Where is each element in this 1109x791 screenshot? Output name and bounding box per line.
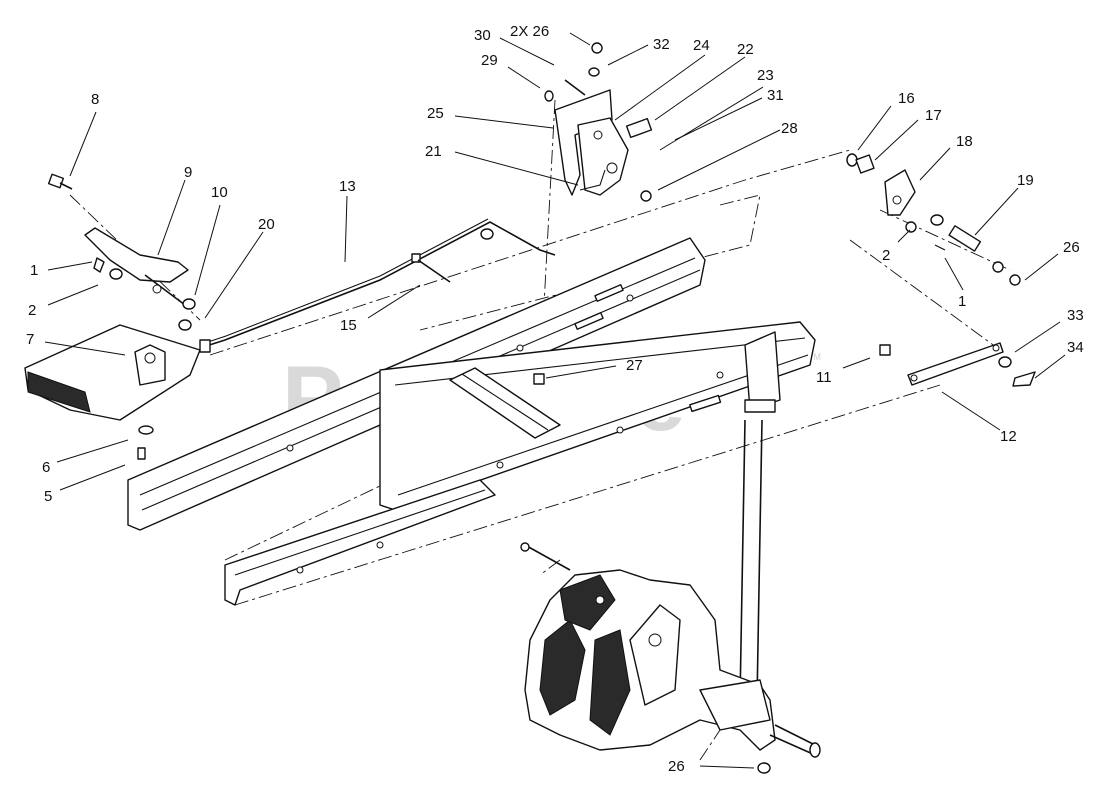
- callout-22: 22: [737, 41, 754, 58]
- callout-2-right: 2: [882, 247, 890, 264]
- callout-8: 8: [91, 91, 99, 108]
- pedal-pad-part-7: [24, 324, 201, 421]
- callout-6: 6: [42, 459, 50, 476]
- pin-part-15: [411, 253, 451, 283]
- callout-33: 33: [1067, 307, 1084, 324]
- callout-16: 16: [898, 90, 915, 107]
- callout-31: 31: [767, 87, 784, 104]
- callout-25: 25: [427, 105, 444, 122]
- callout-2x-26: 2X 26: [510, 23, 549, 40]
- frame-rail-lower: [224, 479, 496, 606]
- frame-rail-middle: [379, 321, 816, 519]
- callout-7: 7: [26, 331, 34, 348]
- bolt-part-8: [47, 173, 73, 190]
- frame-cross-member: [449, 367, 561, 439]
- right-bracket-assembly-16-19: [846, 153, 1021, 286]
- nut-part-26-bottom: [757, 762, 771, 774]
- frame-bracket-right: [744, 331, 781, 413]
- callout-23: 23: [757, 67, 774, 84]
- callout-34: 34: [1067, 339, 1084, 356]
- callout-21: 21: [425, 143, 442, 160]
- nuts-parts-10-20: [178, 298, 196, 331]
- callout-29: 29: [481, 52, 498, 69]
- callout-28: 28: [781, 120, 798, 137]
- callout-26-bottom: 26: [668, 758, 685, 775]
- callout-19: 19: [1017, 172, 1034, 189]
- transaxle-assembly: [520, 542, 821, 758]
- callout-17: 17: [925, 107, 942, 124]
- callout-1-left: 1: [30, 262, 38, 279]
- link-part-12: [879, 342, 1036, 387]
- callout-26-right: 26: [1063, 239, 1080, 256]
- vertical-shaft: [739, 419, 763, 701]
- pedal-arm-part-9: [84, 227, 189, 306]
- callout-9: 9: [184, 164, 192, 181]
- clip-and-washer-left: [93, 257, 123, 280]
- callout-10: 10: [211, 184, 228, 201]
- callout-11: 11: [816, 369, 832, 386]
- callout-13: 13: [339, 178, 356, 195]
- callout-27: 27: [626, 357, 643, 374]
- callout-18: 18: [956, 133, 973, 150]
- callout-5: 5: [44, 488, 52, 505]
- callout-1-right: 1: [958, 293, 966, 310]
- callout-labels: 8 9 10 20 13 1 2 7 6 5 15 25 21 30 29 2X…: [26, 23, 1084, 775]
- callout-12: 12: [1000, 428, 1017, 445]
- control-rod-part-13: [199, 218, 556, 353]
- callout-20: 20: [258, 216, 275, 233]
- leader-lines: [44, 32, 1066, 769]
- callout-30: 30: [474, 27, 491, 44]
- callout-32: 32: [653, 36, 670, 53]
- bolt-part-27: [533, 373, 545, 385]
- callout-24: 24: [693, 37, 710, 54]
- washer-and-screw-5-6: [137, 425, 154, 460]
- watermark-trademark: TM: [808, 352, 821, 362]
- callout-15: 15: [340, 317, 357, 334]
- bracket-assembly-21-32: [544, 42, 653, 202]
- callout-2-left: 2: [28, 302, 36, 319]
